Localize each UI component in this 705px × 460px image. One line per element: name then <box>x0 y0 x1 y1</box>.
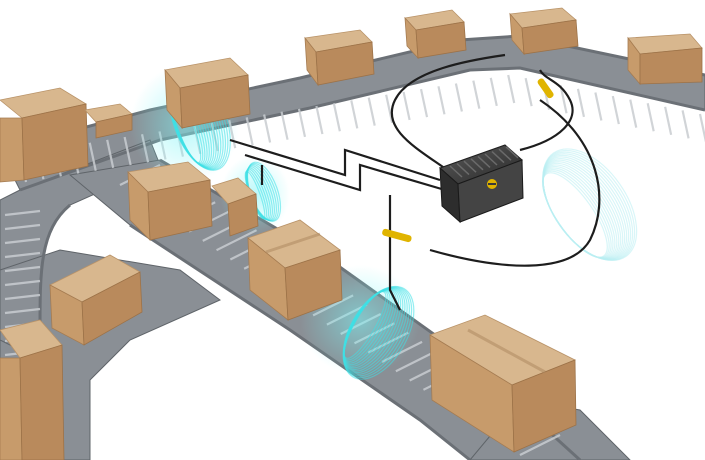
roller <box>698 113 705 143</box>
roller <box>4 209 41 217</box>
roller <box>507 74 516 104</box>
roller <box>4 223 41 231</box>
roller <box>454 83 463 112</box>
reader-fin <box>491 151 505 164</box>
cable-connector <box>537 78 554 99</box>
roller <box>395 350 437 373</box>
rfid-field-lower <box>342 285 415 380</box>
roller <box>280 111 289 140</box>
roller <box>646 103 655 132</box>
roller <box>106 139 115 169</box>
roller <box>4 251 41 259</box>
reader-fin <box>484 153 498 166</box>
roller <box>385 94 394 123</box>
reader-fin <box>449 165 463 178</box>
roller <box>4 293 41 301</box>
roller <box>611 95 620 125</box>
roller <box>245 117 254 146</box>
box <box>84 103 133 139</box>
rfid-reader-unit <box>439 144 524 224</box>
roller <box>629 99 638 128</box>
roller <box>367 97 376 126</box>
roller <box>681 110 690 139</box>
box <box>404 9 467 60</box>
reader-fin <box>505 146 519 159</box>
roller <box>4 265 41 273</box>
box <box>127 161 213 242</box>
roller <box>402 91 411 121</box>
box <box>164 57 251 130</box>
cable-connector <box>382 228 412 243</box>
roller <box>559 85 568 114</box>
roller <box>472 80 481 109</box>
cardboard-boxes <box>0 7 703 460</box>
box <box>627 33 703 86</box>
reader-cooling-fins <box>449 146 519 178</box>
box <box>49 254 143 346</box>
reader-fin <box>470 158 484 171</box>
antenna-cables <box>229 53 601 311</box>
roller <box>263 114 272 143</box>
roller <box>419 88 429 118</box>
rf-wave-ring <box>542 148 638 262</box>
reader-fin <box>463 160 477 173</box>
roller <box>664 106 673 136</box>
box <box>429 314 577 453</box>
roller <box>315 105 324 135</box>
roller <box>350 100 359 129</box>
box <box>211 177 259 237</box>
roller <box>4 307 41 315</box>
roller <box>576 88 586 118</box>
reader-fin <box>456 163 470 176</box>
box <box>509 7 579 56</box>
roller <box>297 108 307 138</box>
box <box>0 319 65 460</box>
roller <box>4 279 41 287</box>
conveyor-belt-network <box>0 34 705 460</box>
reader-fin <box>498 148 512 161</box>
reader-fin <box>477 155 491 168</box>
roller <box>594 92 603 121</box>
rf-wave-ring <box>542 172 608 258</box>
rfid-field-right-cable <box>542 148 638 262</box>
roller <box>519 434 561 456</box>
roller <box>332 103 341 132</box>
box <box>304 29 375 87</box>
rf-wave-ring <box>342 285 415 380</box>
roller <box>437 86 446 115</box>
roller <box>88 142 97 171</box>
roller <box>4 237 41 245</box>
box <box>0 87 89 183</box>
roller <box>489 77 498 107</box>
roller <box>524 77 533 107</box>
roller <box>123 136 132 166</box>
box <box>247 219 343 321</box>
